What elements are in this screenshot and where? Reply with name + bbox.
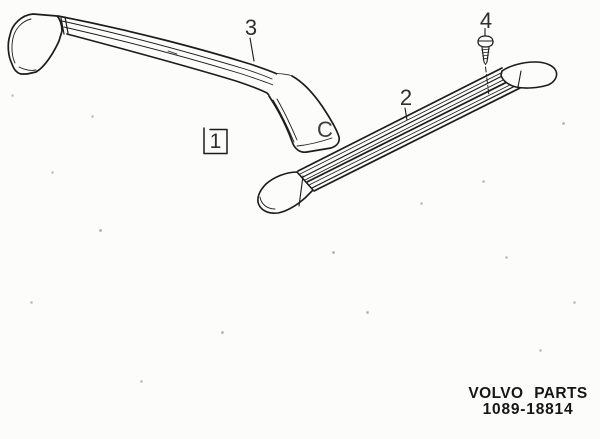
- foot-marking-letter: C: [317, 117, 333, 142]
- callout-1-box: [203, 127, 228, 155]
- rail-ribs: [297, 67, 523, 192]
- crossbar-right-foot-fill: [269, 74, 340, 153]
- rail-left-cap-lip: [259, 196, 276, 210]
- part-number: 1089-18814: [482, 401, 574, 418]
- callout-4-label[interactable]: 4: [479, 8, 493, 33]
- callout-lines: [203, 27, 486, 155]
- crossbar-top-edge: [57, 15, 278, 75]
- part-screw-drawing: [477, 35, 494, 97]
- screw-head: [477, 35, 494, 48]
- crossbar-right-foot-highlight-1: [272, 99, 295, 143]
- crossbar-left-foot: [7, 13, 63, 75]
- crossbar-right-foot-lip: [296, 137, 333, 147]
- rail-left-end-cap: [257, 171, 314, 214]
- crossbar-right-foot-outline: [268, 75, 341, 154]
- crossbar-mid-highlight: [167, 50, 178, 55]
- screw-tip: [483, 61, 488, 65]
- screw-centerline: [485, 66, 490, 97]
- rail-left-cap-seam: [298, 175, 304, 207]
- crossbar-bottom-edge: [66, 33, 273, 100]
- leader-line-3: [249, 37, 255, 62]
- callout-2-label[interactable]: 2: [399, 85, 413, 110]
- crossbar-inner-line-1: [61, 20, 273, 80]
- crossbar-left-seam: [60, 16, 69, 35]
- crossbar-left-foot-highlight: [11, 18, 32, 64]
- part-crossbar-drawing: C: [7, 13, 341, 154]
- callout-1-label[interactable]: 1: [209, 130, 222, 153]
- rail-right-end-cap: [500, 61, 558, 89]
- crossbar-left-foot-lip: [18, 66, 37, 71]
- footer-block: VOLVO PARTS 1089-18814: [450, 386, 600, 418]
- part-rail-drawing: [257, 61, 558, 214]
- crossbar-inner-line-2: [63, 26, 274, 86]
- brand-text: VOLVO PARTS: [468, 385, 588, 402]
- screw-threads: [481, 48, 490, 60]
- leader-line-2: [404, 107, 408, 121]
- crossbar-right-foot-highlight-2: [276, 98, 298, 141]
- callout-3-label[interactable]: 3: [244, 15, 258, 40]
- rail-right-cap-seam: [517, 70, 522, 88]
